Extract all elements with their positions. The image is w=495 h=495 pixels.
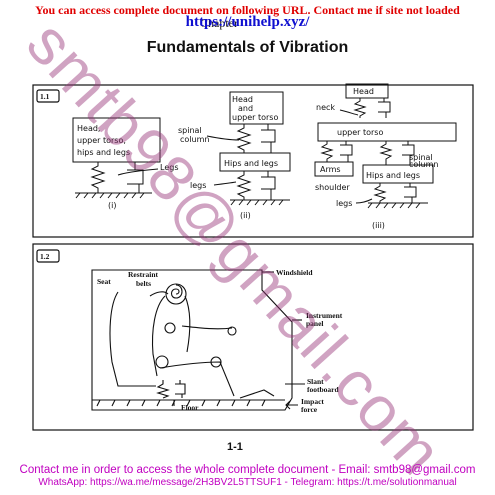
panel-i-legs-label: Legs — [160, 163, 178, 172]
panel-ii-head-line2: and — [238, 104, 253, 113]
panel-iii-head-block: Head — [353, 87, 374, 96]
figure-1-1-label-box — [36, 89, 60, 103]
panel-i-caption: (i) — [108, 201, 116, 210]
slant-footboard-line2: footboard — [307, 385, 339, 394]
panel-ii-legs-label: legs — [190, 181, 206, 190]
figure-1-1-label: 1.1 — [40, 92, 50, 101]
panel-iii-arms-block: Arms — [320, 165, 341, 174]
access-url-link[interactable]: https://unihelp.xyz/ — [185, 14, 310, 30]
seat-label: Seat — [97, 277, 111, 286]
footer-links-line[interactable]: WhatsApp: https://wa.me/message/2H3BV2L5… — [38, 477, 457, 488]
panel-iii-spinal-line1: spinal — [409, 153, 433, 162]
figure-1-2-label-box — [36, 249, 60, 263]
panel-ii-spinal-line2: column — [180, 135, 209, 144]
panel-ii-spinal-line1: spinal — [178, 126, 202, 135]
figure-1-1 — [32, 84, 474, 238]
panel-ii-caption: (ii) — [240, 211, 251, 220]
restraint-belts-line2: belts — [136, 279, 151, 288]
slant-footboard-line1: Slant — [307, 377, 324, 386]
impact-force-line2: force — [301, 405, 318, 414]
windshield-label: Windshield — [276, 268, 313, 277]
panel-iii-shoulder-label: shoulder — [315, 183, 350, 192]
panel-ii-diagram — [206, 91, 291, 206]
floor-label: Floor — [181, 403, 199, 412]
panel-iii-torso-block: upper torso — [337, 128, 383, 137]
impact-force-line1: Impact — [301, 397, 324, 406]
restraint-belts-line1: Restraint — [128, 270, 158, 279]
panel-iii-caption: (iii) — [372, 221, 385, 230]
footer-contact-line: Contact me in order to access the whole … — [19, 464, 476, 476]
figure-1-2-label: 1.2 — [40, 252, 50, 261]
panel-i-block-line2: upper torso, — [77, 136, 126, 145]
panel-i-diagram — [72, 117, 161, 199]
instrument-panel-line1: Instrument — [306, 311, 343, 320]
figure-1-2-frame — [32, 243, 474, 431]
chapter-heading: Chapter — [200, 16, 238, 30]
panel-ii-hips-block: Hips and legs — [224, 159, 278, 168]
page-title: Fundamentals of Vibration — [146, 39, 349, 56]
panel-iii-legs-label: legs — [336, 199, 352, 208]
panel-ii-head-line1: Head — [232, 95, 253, 104]
instrument-panel-line2: panel — [306, 319, 324, 328]
panel-ii-head-line3: upper torso — [232, 113, 278, 122]
page-number: 1-1 — [227, 441, 243, 453]
panel-i-block-line3: hips and legs — [77, 148, 130, 157]
panel-iii-hips-block: Hips and legs — [366, 171, 420, 180]
figure-1-2 — [32, 243, 474, 431]
panel-iii-diagram — [314, 83, 457, 209]
panel-iii-spinal-line2: column — [409, 160, 438, 169]
panel-iii-neck-label: neck — [316, 103, 335, 112]
vehicle-occupant-diagram — [91, 269, 305, 411]
top-banner-text: You can access complete document on foll… — [35, 3, 460, 17]
figure-1-1-frame — [32, 84, 474, 238]
panel-i-block-line1: Head, — [77, 124, 100, 133]
